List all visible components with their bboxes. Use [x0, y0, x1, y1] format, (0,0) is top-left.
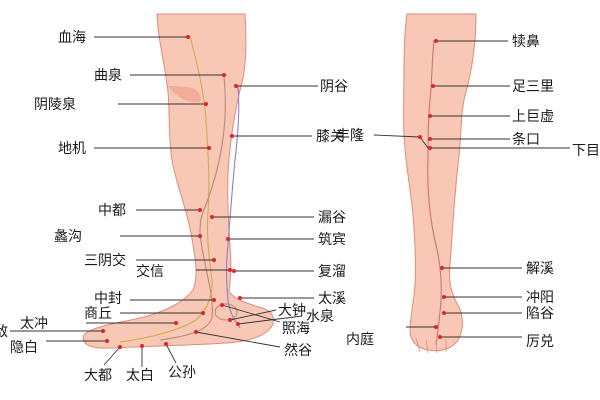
label-zhubin: 筑宾: [318, 232, 346, 248]
label-xiguan: 膝关: [316, 129, 344, 145]
point-dazhong: [228, 318, 232, 322]
left-leg-silhouette: [82, 13, 275, 349]
label-fuliu: 复溜: [318, 263, 346, 280]
label-xiajuxu-partial: 下目: [572, 143, 600, 159]
point-diji: [207, 146, 211, 150]
label-ligou: 蠡沟: [54, 228, 82, 245]
leader-lines: [10, 36, 570, 367]
point-tiaokou: [428, 137, 432, 141]
point-xiangu: [442, 311, 446, 315]
label-lougu: 漏谷: [318, 210, 346, 226]
point-xingjian: [101, 329, 105, 333]
label-dadu: 大都: [84, 368, 112, 384]
point-zhongfeng: [212, 298, 216, 302]
point-lougu: [210, 215, 214, 219]
point-fenglong: [418, 135, 422, 139]
label-zhongfeng: 中封: [94, 291, 122, 307]
label-dubi: 犊鼻: [512, 33, 540, 50]
liver-meridian-line: [159, 75, 226, 341]
left-leg-right-labels: 阴谷 膝关 漏谷 筑宾 复溜 太溪 大钟 照海 水泉 然谷: [278, 79, 348, 359]
label-tiaokou: 条口: [512, 131, 540, 148]
label-yinlingquan: 阴陵泉: [34, 96, 76, 113]
right-leg-toes: [415, 337, 447, 354]
label-xiangu: 陷谷: [526, 306, 554, 322]
point-yinlingquan: [204, 102, 208, 106]
point-zhaohai: [220, 303, 224, 307]
label-zusanli: 足三里: [512, 79, 554, 95]
label-xuehai: 血海: [58, 30, 86, 46]
point-taibai: [140, 344, 144, 348]
point-fuliu: [232, 269, 236, 273]
label-shangjuxu: 上巨虚: [512, 109, 554, 125]
label-gongsun: 公孙: [168, 365, 196, 381]
label-shuiquan: 水泉: [306, 308, 334, 325]
acupoint-dots: [101, 35, 446, 349]
label-jiexi: 解溪: [526, 261, 554, 277]
point-shuiquan: [236, 322, 240, 326]
point-jiaoxin: [228, 268, 232, 272]
point-gongsun: [164, 342, 168, 346]
label-sanyinjiao: 三阴交: [84, 252, 126, 269]
point-xiajuxu: [428, 146, 432, 150]
point-shangqiu: [201, 311, 205, 315]
point-lidui: [438, 335, 442, 339]
point-dubi: [434, 39, 438, 43]
label-fenglong: 丰隆: [336, 128, 364, 144]
label-jiaoxin: 交信: [136, 263, 164, 280]
label-dazhong: 大钟: [278, 302, 306, 319]
point-xuehai: [186, 35, 190, 39]
right-leg-labels: 犊鼻 足三里 上巨虚 条口 下目 丰隆 解溪 冲阳 陷谷 内庭 厉兑: [336, 33, 600, 350]
right-leg: [403, 13, 477, 354]
stomach-meridian-line: [427, 39, 442, 346]
label-diji: 地机: [58, 141, 86, 157]
label-lidui: 厉兑: [526, 334, 554, 350]
point-taixi: [238, 296, 242, 300]
point-yinbai: [105, 339, 109, 343]
left-leg-labels: 血海 曲泉 阴陵泉 地机 中都 蠡沟 三阴交 交信 中封 商丘 太冲 敌 隐白 …: [0, 30, 196, 384]
label-taichong: 太冲: [20, 316, 48, 332]
left-knee-shade: [168, 86, 201, 103]
point-neiting: [434, 325, 438, 329]
point-jiexi: [440, 266, 444, 270]
label-taibai: 太白: [126, 368, 154, 384]
point-rangu: [194, 330, 198, 334]
label-ququan: 曲泉: [94, 67, 122, 84]
point-chongyang: [442, 295, 446, 299]
point-ququan: [222, 73, 226, 77]
label-yinbai: 隐白: [10, 340, 38, 356]
point-ligou: [198, 234, 202, 238]
point-zhongdu: [198, 208, 202, 212]
label-rangu: 然谷: [284, 342, 312, 359]
point-zhubin: [226, 237, 230, 241]
point-xiguan: [230, 134, 234, 138]
label-xingjian-partial: 敌: [0, 324, 8, 340]
right-leg-silhouette: [403, 13, 477, 352]
label-chongyang: 冲阳: [526, 290, 554, 306]
label-zhongdu: 中都: [98, 203, 126, 219]
point-dadu: [118, 345, 122, 349]
point-zusanli: [431, 84, 435, 88]
label-shangqiu: 商丘: [84, 306, 112, 322]
label-taixi: 太溪: [318, 291, 346, 307]
point-yingu: [234, 84, 238, 88]
point-sanyinjiao: [212, 258, 216, 262]
label-yingu: 阴谷: [320, 79, 348, 95]
label-zhaohai: 照海: [282, 321, 310, 337]
point-shangjuxu: [428, 114, 432, 118]
label-neiting: 内庭: [346, 331, 374, 348]
medial-malleolus: [214, 303, 238, 321]
point-taichong: [174, 321, 178, 325]
